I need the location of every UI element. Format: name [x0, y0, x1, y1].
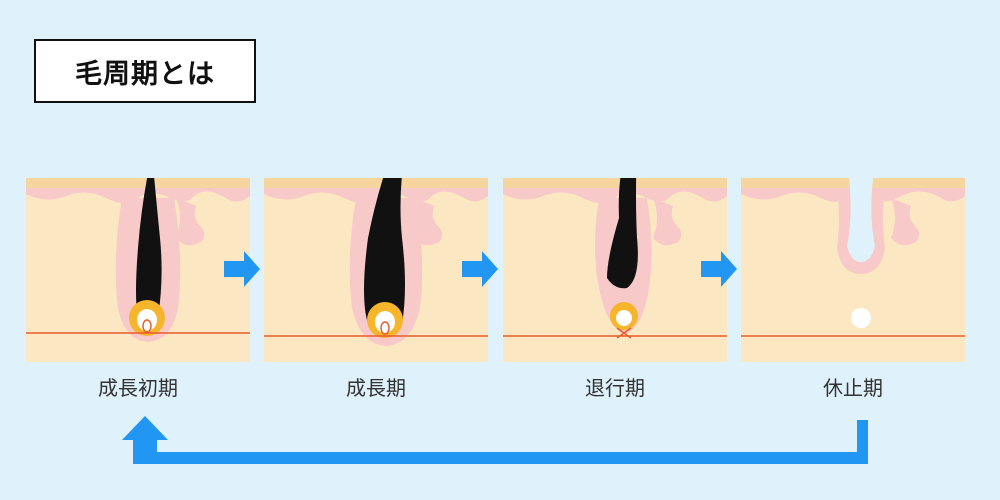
arrow-right-icon: [701, 251, 737, 287]
hair-follicle-growth-icon: [264, 178, 488, 362]
arrow-right-icon: [224, 251, 260, 287]
stage-panel-resting: [741, 178, 965, 362]
hair-follicle-resting-icon: [741, 178, 965, 362]
stage-label-early-growth: 成長初期: [98, 376, 178, 400]
stage-panel-growth: [264, 178, 488, 362]
title-box: 毛周期とは: [34, 39, 256, 103]
page-title: 毛周期とは: [75, 58, 215, 90]
hair-follicle-regression-icon: [503, 178, 727, 362]
arrow-right-icon: [462, 251, 498, 287]
stage-panel-early-growth: [26, 178, 250, 362]
stage-label-resting: 休止期: [823, 376, 883, 400]
hair-follicle-early-growth-icon: [26, 178, 250, 362]
stage-label-regression: 退行期: [585, 376, 645, 400]
stage-panel-regression: [503, 178, 727, 362]
stage-label-growth: 成長期: [346, 376, 406, 400]
